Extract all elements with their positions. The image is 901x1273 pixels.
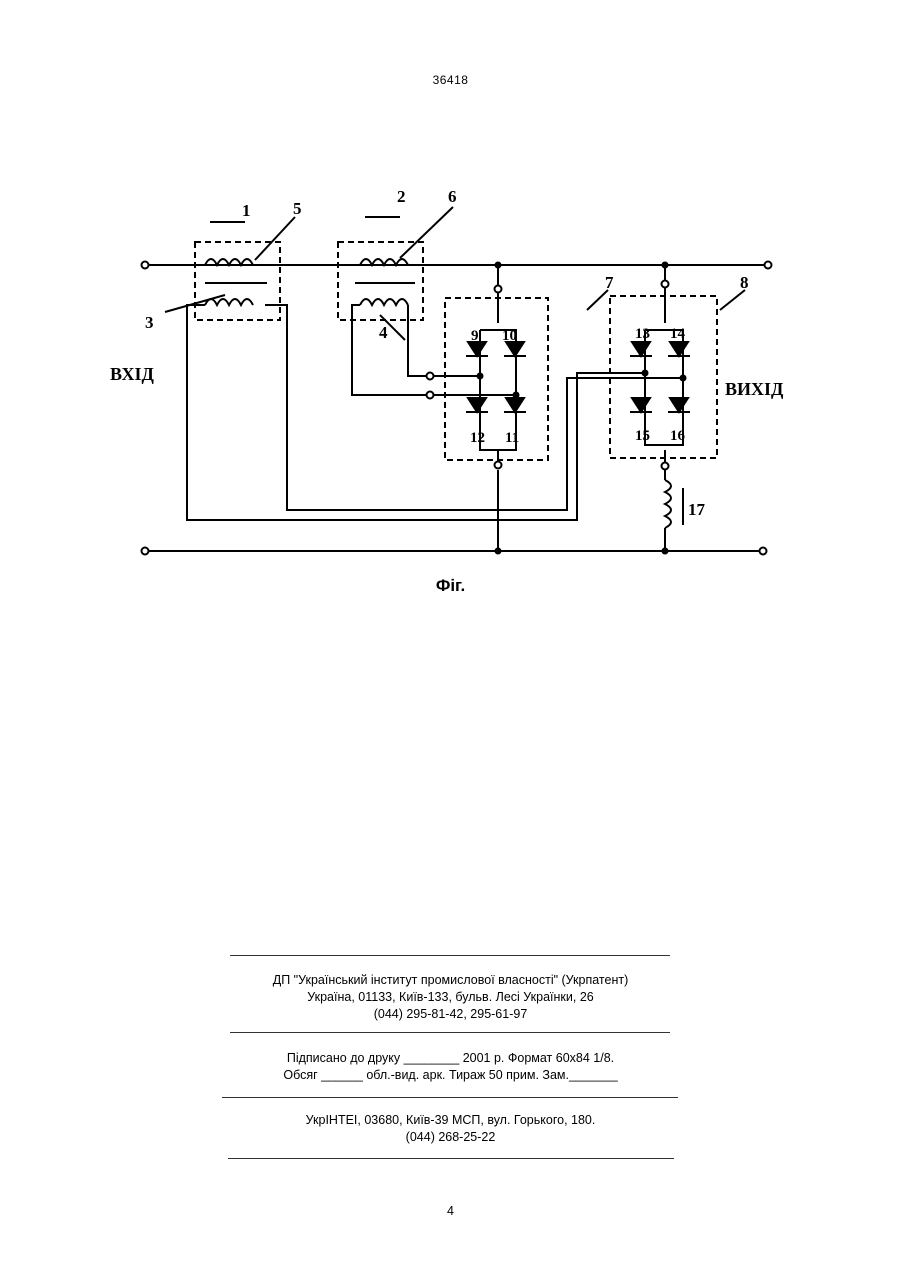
press-info: УкрІНТЕІ, 03680, Київ-39 МСП, вул. Горьк… [0,1112,901,1146]
divider [222,1097,678,1098]
divider [230,955,670,956]
page-number: 4 [0,1204,901,1218]
label-6: 6 [448,187,457,206]
publisher-phone: (044) 295-81-42, 295-61-97 [0,1006,901,1023]
label-14: 14 [670,326,686,342]
label-9: 9 [471,328,479,344]
label-17: 17 [688,500,706,519]
figure-caption: Фіг. [0,576,901,596]
circuit-diagram: 1 5 3 2 6 4 7 8 9 10 12 11 13 14 15 16 1… [105,180,805,570]
press-address: УкрІНТЕІ, 03680, Київ-39 МСП, вул. Горьк… [0,1112,901,1129]
label-3: 3 [145,313,154,332]
circuit-wires [142,207,772,555]
divider [228,1158,674,1159]
publisher-info: ДП "Український інститут промислової вла… [0,972,901,1023]
label-2: 2 [397,187,406,206]
label-1: 1 [242,201,251,220]
label-16: 16 [670,428,686,444]
patent-number: 36418 [0,73,901,87]
print-volume-run: Обсяг ______ обл.-вид. арк. Тираж 50 при… [0,1067,901,1084]
label-4: 4 [379,323,388,342]
output-label: ВИХІД [725,379,784,399]
publisher-name: ДП "Український інститут промислової вла… [0,972,901,989]
label-13: 13 [635,326,650,342]
input-label: ВХІД [110,364,155,384]
label-11: 11 [505,430,519,446]
print-signed-format: Підписано до друку ________ 2001 р. Форм… [0,1050,901,1067]
label-5: 5 [293,199,302,218]
label-7: 7 [605,273,614,292]
label-10: 10 [502,328,517,344]
divider [230,1032,670,1033]
publisher-address: Україна, 01133, Київ-133, бульв. Лесі Ук… [0,989,901,1006]
print-info: Підписано до друку ________ 2001 р. Форм… [0,1050,901,1084]
label-8: 8 [740,273,749,292]
label-12: 12 [470,430,485,446]
press-phone: (044) 268-25-22 [0,1129,901,1146]
label-15: 15 [635,428,650,444]
